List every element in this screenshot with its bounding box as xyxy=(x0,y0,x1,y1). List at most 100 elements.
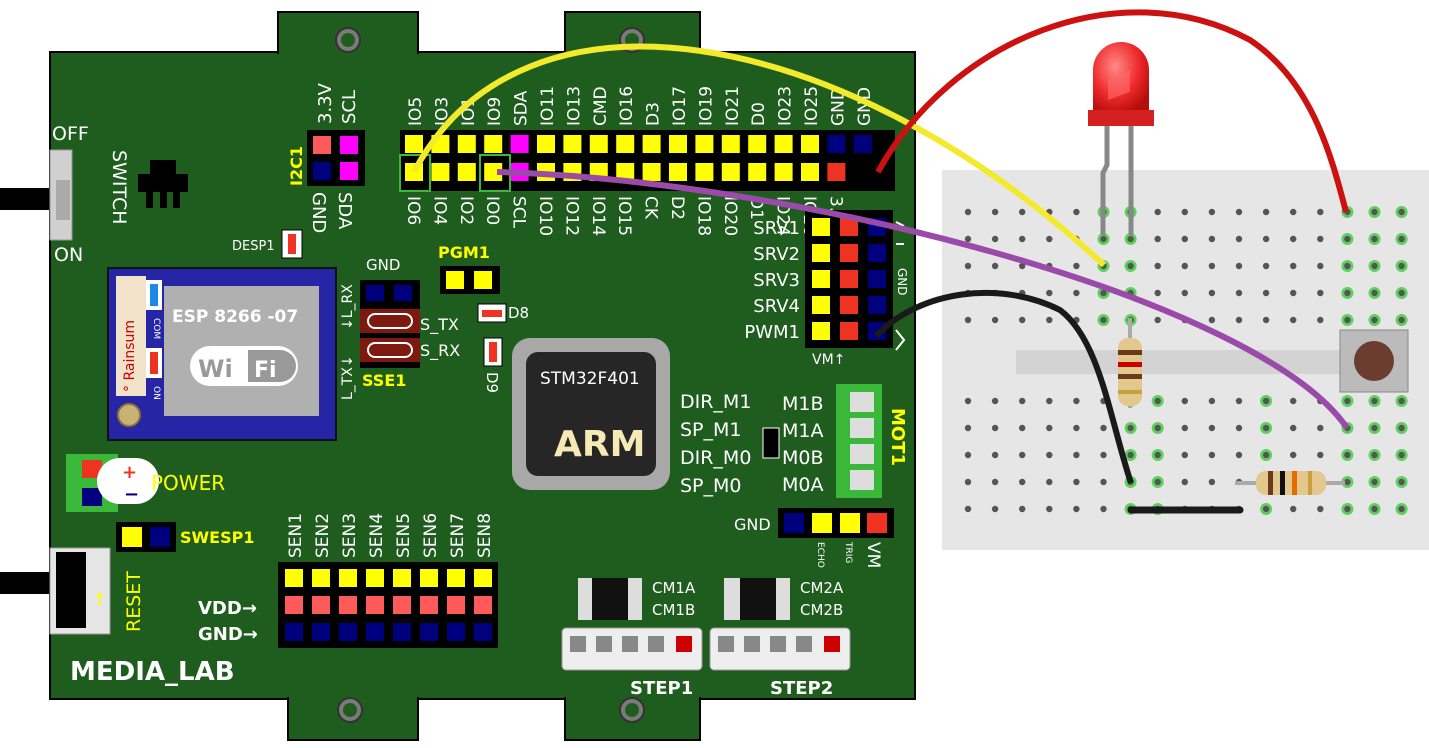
sensor-gnd-pin[interactable] xyxy=(339,623,357,641)
header-pin[interactable] xyxy=(801,135,819,153)
i2c-connector[interactable] xyxy=(307,130,365,186)
header-pin[interactable] xyxy=(589,135,608,153)
breadboard-hole xyxy=(1208,208,1216,216)
sensor-signal-pin[interactable] xyxy=(447,569,465,587)
servo-pins[interactable] xyxy=(812,218,886,340)
header-pin[interactable] xyxy=(616,135,635,153)
sensor-signal-pin[interactable] xyxy=(474,569,492,587)
sensor-vdd-pin[interactable] xyxy=(393,596,411,614)
header-pin[interactable] xyxy=(669,163,687,181)
sensor-vdd-pin[interactable] xyxy=(285,596,303,614)
header-pin[interactable] xyxy=(695,163,714,181)
header-pin[interactable] xyxy=(721,163,740,181)
breadboard-hole xyxy=(964,235,972,243)
header-pin[interactable] xyxy=(457,163,476,181)
header-pin[interactable] xyxy=(774,135,793,153)
breadboard-hole xyxy=(1073,208,1080,216)
servo-signal-pin[interactable] xyxy=(812,270,830,288)
header-pin[interactable] xyxy=(405,135,423,153)
header-pin[interactable] xyxy=(616,163,635,181)
sensor-signal-pin[interactable] xyxy=(393,569,411,587)
header-pin[interactable] xyxy=(642,135,661,153)
sensor-vdd-pin[interactable] xyxy=(420,596,438,614)
servo-signal-pin[interactable] xyxy=(812,244,830,262)
header-pin[interactable] xyxy=(642,163,661,181)
sse1-jumper[interactable] xyxy=(360,280,420,368)
header-pin[interactable] xyxy=(484,163,503,181)
reset-label: RESET xyxy=(123,571,145,632)
sensor-signal-pin[interactable] xyxy=(366,569,384,587)
push-button[interactable] xyxy=(1339,329,1409,393)
sensor-signal-pin[interactable] xyxy=(312,569,330,587)
breadboard-hole xyxy=(1019,424,1026,432)
sensor-gnd-pin[interactable] xyxy=(474,623,492,641)
servo-gnd-pin[interactable] xyxy=(868,296,886,314)
header-pin[interactable] xyxy=(827,135,846,153)
header-pin[interactable] xyxy=(484,135,503,153)
ultrasonic-header[interactable] xyxy=(778,508,894,538)
reset-button[interactable] xyxy=(49,547,111,635)
header-pin[interactable] xyxy=(853,135,872,153)
sensor-gnd-pin[interactable] xyxy=(312,623,330,641)
breadboard-hole xyxy=(1290,505,1297,513)
servo-signal-pin[interactable] xyxy=(812,296,830,314)
servo-gnd-pin[interactable] xyxy=(868,270,886,288)
motor-right-label: M1A xyxy=(782,420,823,442)
header-pin[interactable] xyxy=(537,135,555,153)
sensor-signal-pin[interactable] xyxy=(420,569,438,587)
sensor-vdd-pin[interactable] xyxy=(339,596,357,614)
servo-label: SRV4 xyxy=(753,296,800,317)
power-connector[interactable] xyxy=(66,454,159,512)
pgm1-jumper[interactable] xyxy=(440,266,500,294)
sensor-vdd-pin[interactable] xyxy=(312,596,330,614)
sensor-gnd-pin[interactable] xyxy=(393,623,411,641)
header-pin[interactable] xyxy=(457,135,476,153)
header-pin[interactable] xyxy=(721,135,740,153)
sensor-vdd-pin[interactable] xyxy=(474,596,492,614)
breadboard-hole xyxy=(1235,316,1243,324)
servo-gnd-pin[interactable] xyxy=(868,244,886,262)
servo-vcc-pin[interactable] xyxy=(840,296,858,314)
reset-arrow-icon: ↑ xyxy=(92,590,107,611)
sensor-vdd-pin[interactable] xyxy=(366,596,384,614)
servo-vcc-pin[interactable] xyxy=(840,270,858,288)
sensor-gnd-pin[interactable] xyxy=(285,623,303,641)
header-pin[interactable] xyxy=(827,163,846,181)
sensor-signal-pin[interactable] xyxy=(285,569,303,587)
d8-label: D8 xyxy=(508,304,529,322)
mot1-terminal[interactable] xyxy=(836,384,882,498)
stepper-1-connector[interactable] xyxy=(561,578,703,671)
header-pin[interactable] xyxy=(774,163,793,181)
header-bottom-label: IO18 xyxy=(693,196,713,236)
sensor-gnd-pin[interactable] xyxy=(420,623,438,641)
header-pin[interactable] xyxy=(748,163,767,181)
breadboard-hole xyxy=(1073,289,1080,297)
header-pin[interactable] xyxy=(510,135,529,153)
breadboard-hole xyxy=(1208,424,1216,432)
header-pin[interactable] xyxy=(748,135,767,153)
servo-vcc-pin[interactable] xyxy=(840,244,858,262)
sensor-signal-pin[interactable] xyxy=(339,569,357,587)
sensor-gnd-pin[interactable] xyxy=(366,623,384,641)
header-pins[interactable] xyxy=(399,135,872,192)
us-gnd-label: GND xyxy=(734,515,771,534)
header-pin[interactable] xyxy=(695,135,714,153)
breadboard-hole xyxy=(1154,451,1161,459)
servo-vcc-pin[interactable] xyxy=(840,218,858,236)
sensor-pins[interactable] xyxy=(285,569,492,641)
header-pin[interactable] xyxy=(563,135,582,153)
motor-jumper[interactable] xyxy=(762,427,780,459)
sensor-gnd-pin[interactable] xyxy=(447,623,465,641)
servo-signal-pin[interactable] xyxy=(812,322,830,340)
header-pin[interactable] xyxy=(431,163,450,181)
breadboard-hole xyxy=(1290,451,1297,459)
power-switch[interactable] xyxy=(49,149,73,241)
stepper-2-connector[interactable] xyxy=(709,578,851,671)
servo-vcc-pin[interactable] xyxy=(840,322,858,340)
swesp1-jumper[interactable] xyxy=(116,522,176,552)
sensor-vdd-pin[interactable] xyxy=(447,596,465,614)
i2c1-label: I2C1 xyxy=(287,146,306,186)
servo-signal-pin[interactable] xyxy=(812,218,830,236)
header-pin[interactable] xyxy=(669,135,687,153)
header-pin[interactable] xyxy=(801,163,819,181)
